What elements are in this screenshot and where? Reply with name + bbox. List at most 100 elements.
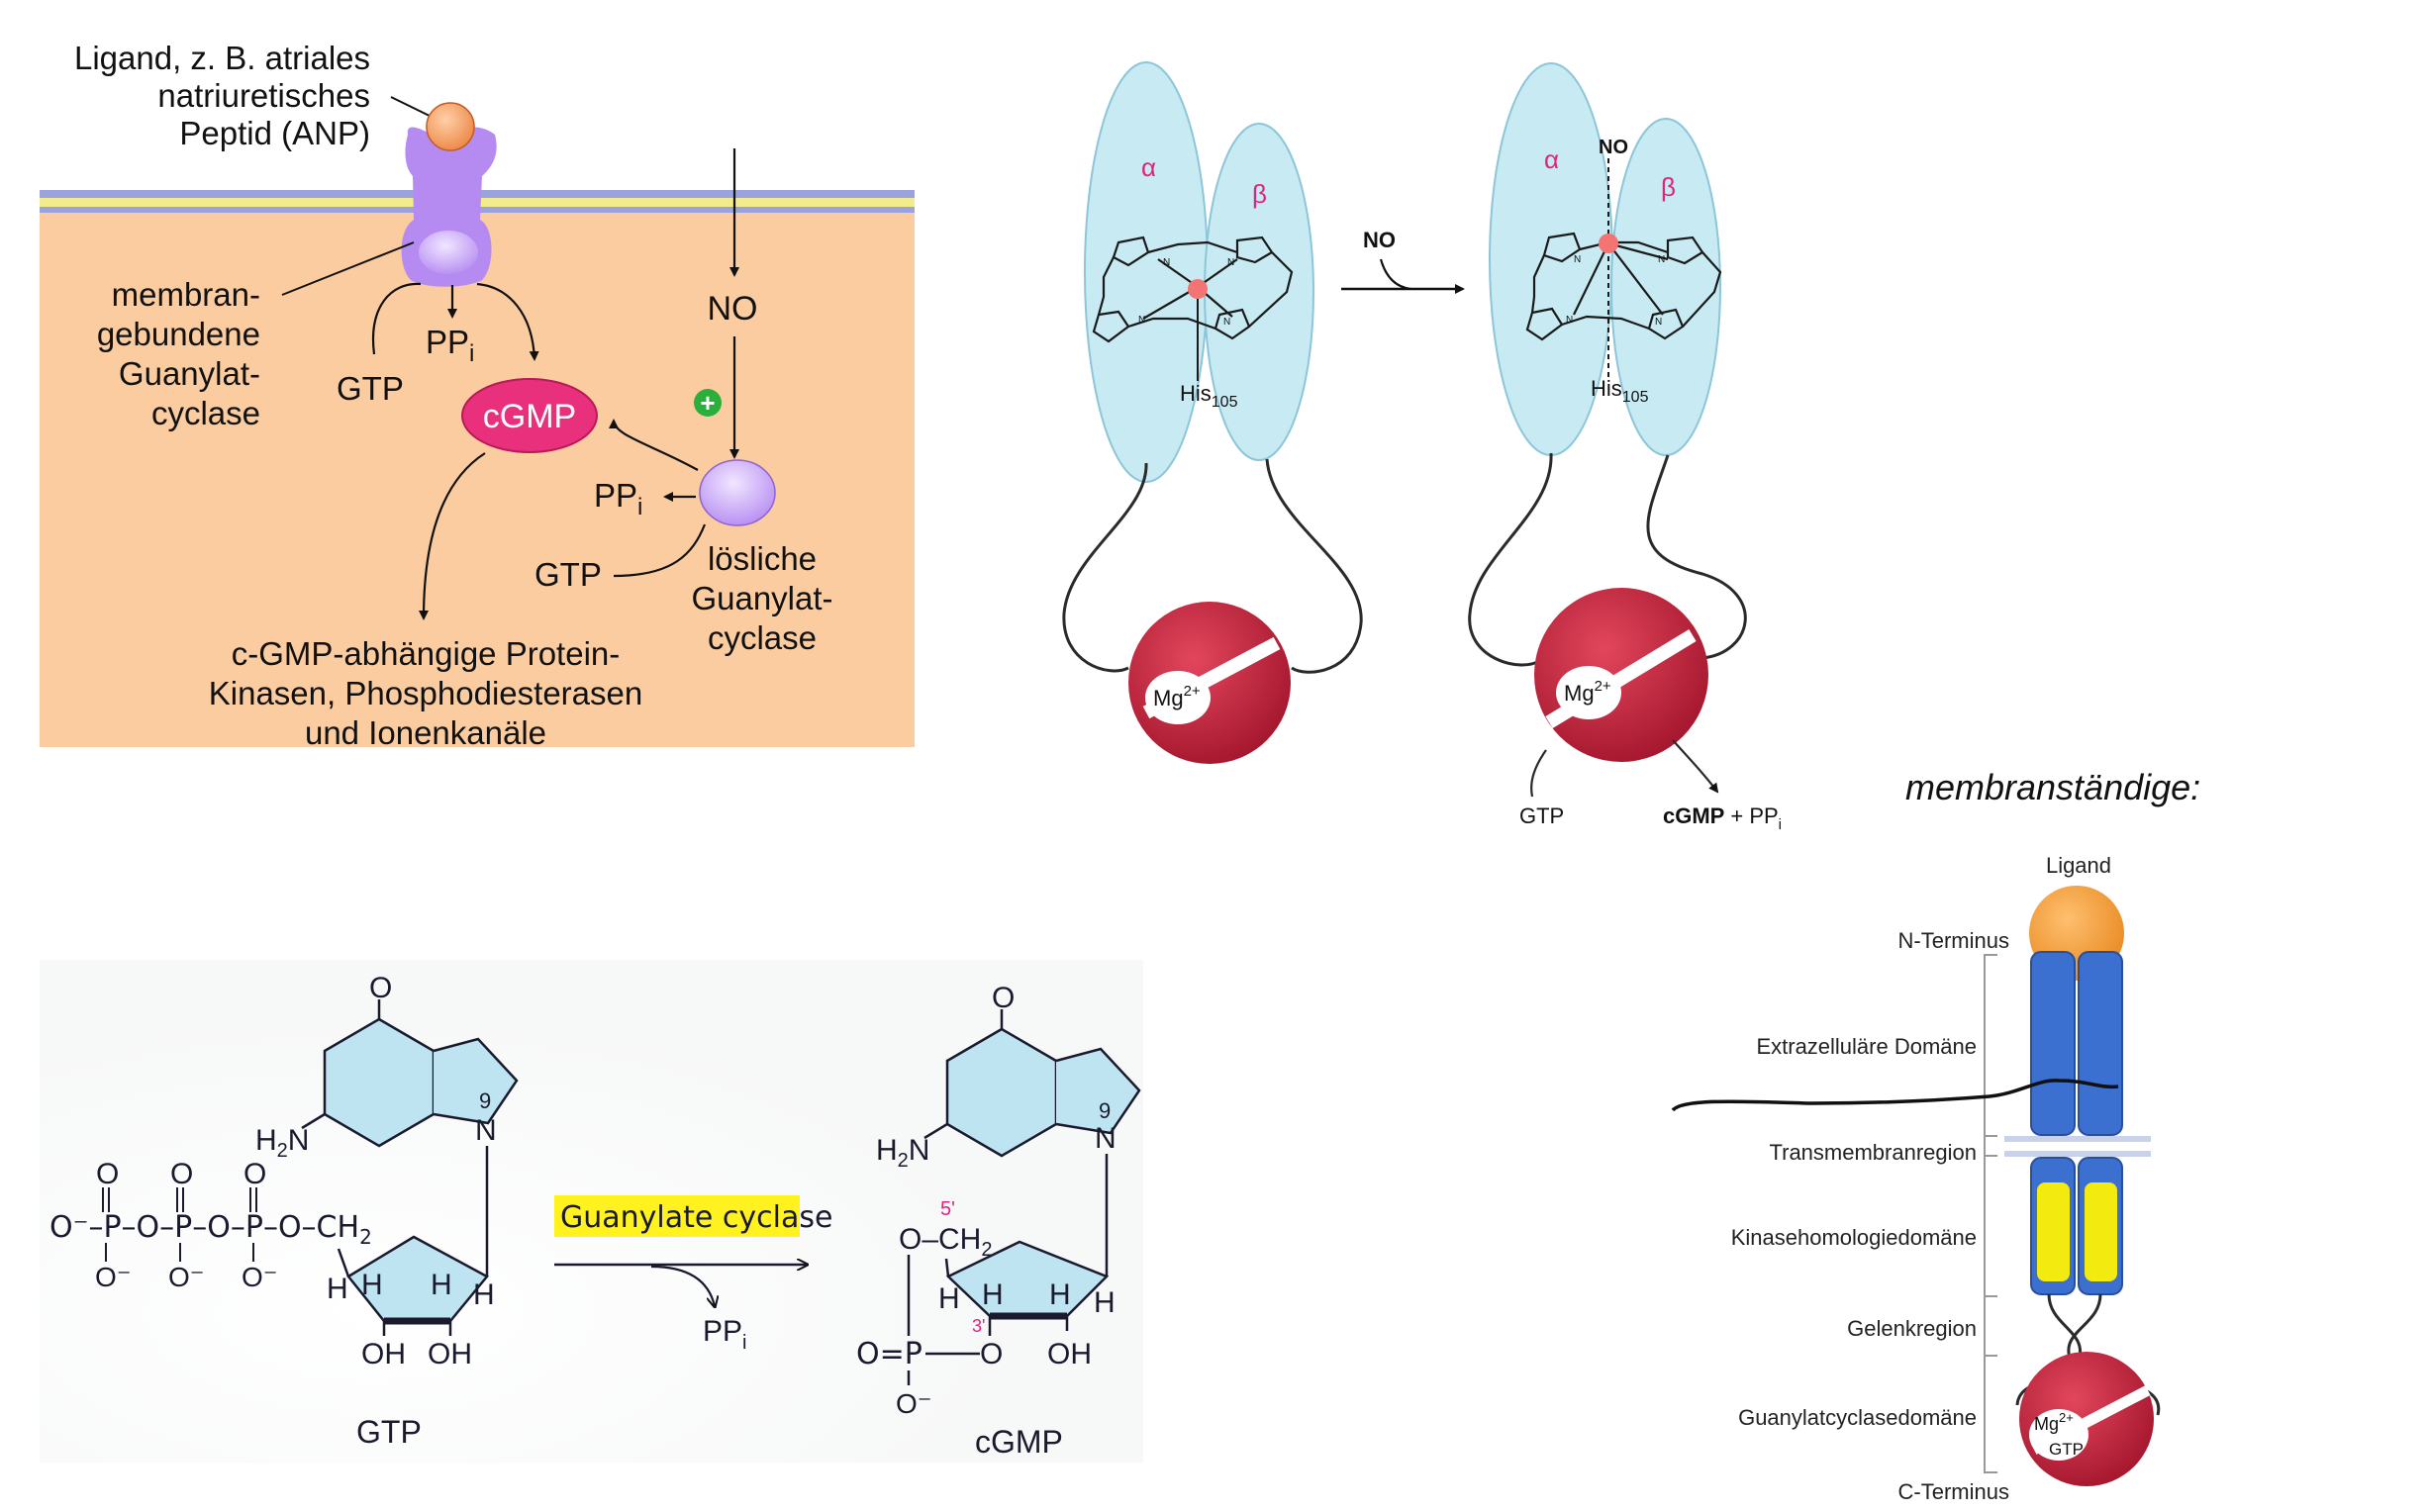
n-atom-6: N xyxy=(1658,254,1665,265)
kinase-homology-left xyxy=(2037,1182,2070,1281)
his105-active: His105 xyxy=(1591,376,1649,406)
label-extracellular: Extrazelluläre Domäne xyxy=(1756,1034,1977,1059)
alpha-subunit-inactive xyxy=(1084,61,1209,483)
soluble-cyclase-line-3: cyclase xyxy=(708,619,817,656)
receptor-catalytic-site xyxy=(2029,1409,2088,1461)
ribose-ring-gtp xyxy=(346,1235,489,1323)
phosphate-o-2: O xyxy=(170,1158,193,1190)
soluble-cyclase-label: lösliche Guanylat- cyclase xyxy=(691,540,832,656)
receptor-domain-labels: N-Terminus Extrazelluläre Domäne Transme… xyxy=(1731,928,2009,1504)
ribose-h4-gtp: H xyxy=(473,1278,495,1311)
amino-label-gtp: H2N xyxy=(255,1124,309,1162)
kinase-homology-right xyxy=(2085,1182,2117,1281)
membrane-cyclase-pointer xyxy=(281,241,415,296)
ligand-pointer-line xyxy=(390,96,437,120)
gtp-entry-line-sgc xyxy=(1530,749,1547,798)
ppi-membrane: PPi xyxy=(426,324,474,367)
phosphate-ominus-1: O⁻ xyxy=(95,1262,132,1292)
membrane-cyclase-line-1: membran- xyxy=(112,276,260,313)
product-release-arrow-sgc xyxy=(1672,739,1719,794)
cgmp-structure: O H2N 9 N 5' O–CH2 H H H H 3' O OH O=P O… xyxy=(856,982,1141,1460)
receptor-catalytic-domain xyxy=(419,231,478,274)
targets-line-3: und Ionenkanäle xyxy=(305,714,546,751)
activation-plus-icon xyxy=(694,389,722,417)
soluble-cyclase-blob xyxy=(699,459,776,526)
extracellular-right-strand xyxy=(2078,951,2123,1136)
gtp-entry-curve xyxy=(371,282,422,355)
ppi-release-arrow-reaction xyxy=(650,1265,715,1306)
catalytic-site-active xyxy=(1556,666,1621,719)
c3-annotation: 3' xyxy=(972,1316,985,1336)
product-label-sgc: cGMP+ PPi xyxy=(1663,803,1782,833)
c4-ch2-bond-gtp xyxy=(337,1248,350,1277)
ribose-ring-cgmp xyxy=(945,1240,1110,1318)
anp-ligand-ball xyxy=(426,102,475,151)
membrane-cyclase-label: membran- gebundene Guanylat- cyclase xyxy=(97,276,260,431)
ribose-h1-cgmp: H xyxy=(938,1282,960,1315)
cgmp-oval xyxy=(461,378,598,453)
n9-label-cgmp: N xyxy=(1095,1122,1117,1155)
panel1-bottom-crop xyxy=(40,747,915,767)
alpha-label-inactive: α xyxy=(1141,152,1156,182)
receptor-mg-label: Mg2+ xyxy=(2034,1410,2074,1434)
beta-subunit-active xyxy=(1610,118,1721,456)
label-cyclase-domain: Guanylatcyclasedomäne xyxy=(1738,1405,1977,1430)
domain-bracket xyxy=(1984,954,1997,1473)
n-atom-3: N xyxy=(1138,315,1145,326)
ribose-oh2-gtp: OH xyxy=(361,1338,406,1370)
label-kinase-homology: Kinasehomologiedomäne xyxy=(1731,1225,1977,1250)
mg-label-active: Mg2+ xyxy=(1564,678,1611,706)
gtp-soluble-label: GTP xyxy=(534,556,602,593)
linker-beta-active xyxy=(1646,454,1747,660)
extracellular-left-strand xyxy=(2030,951,2076,1136)
ribose-oh-cgmp: OH xyxy=(1047,1338,1092,1370)
label-transmembrane: Transmembranregion xyxy=(1770,1140,1978,1165)
ligand-label-line-1: Ligand, z. B. atriales xyxy=(74,40,370,76)
label-n-terminus: N-Terminus xyxy=(1898,928,2009,953)
mg-label-inactive: Mg2+ xyxy=(1153,683,1201,710)
targets-line-1: c-GMP-abhängige Protein- xyxy=(232,635,621,672)
o-ch2-cgmp: O–CH2 xyxy=(899,1223,992,1261)
ribose-h2-cgmp: H xyxy=(982,1278,1004,1311)
n-atom-1: N xyxy=(1163,257,1170,268)
phosphate-o-1: O xyxy=(96,1158,119,1190)
cgmp-oval-label: cGMP xyxy=(483,398,576,435)
no-label-bound: NO xyxy=(1599,137,1628,158)
ribose-h2-gtp: H xyxy=(361,1269,383,1301)
soluble-cyclase-line-2: Guanylat- xyxy=(691,580,832,616)
soluble-cyclase-panel: α β N N N N xyxy=(1062,61,1782,833)
membrane-line-top xyxy=(2004,1136,2151,1142)
gtp-caption: GTP xyxy=(356,1414,422,1450)
active-sgc: α β NO N N N N xyxy=(1468,62,1782,833)
label-hinge: Gelenkregion xyxy=(1847,1316,1977,1341)
n-atom-4: N xyxy=(1223,317,1230,328)
receptor-panel: membranständige: Ligand Mg2+ GTP N-Termi… xyxy=(1671,767,2200,1504)
gtp-structure: O H2N 9 N H H H H OH OH O⁻–P–O–P–O–P–O–C… xyxy=(49,972,519,1450)
label-c-terminus: C-Terminus xyxy=(1898,1479,2009,1504)
triphosphate-row: O⁻–P–O–P–O–P–O–CH2 xyxy=(49,1210,372,1249)
porphyrin-active xyxy=(1525,232,1722,341)
o3-prime: O xyxy=(980,1338,1003,1370)
ribose-oh3-gtp: OH xyxy=(428,1338,472,1370)
heme-iron-active xyxy=(1599,234,1618,253)
triphosphate-chain: O⁻–P–O–P–O–P–O–CH2 O O O O⁻ O⁻ O⁻ xyxy=(49,1158,372,1292)
gtp-label-sgc: GTP xyxy=(1519,803,1564,828)
activation-plus-glyph: + xyxy=(700,388,715,418)
catalytic-site-inactive xyxy=(1145,671,1211,724)
receptor-gtp-label: GTP xyxy=(2049,1440,2084,1459)
handwritten-membrane-line xyxy=(1671,1079,2119,1112)
gtp-membrane-label: GTP xyxy=(337,370,404,407)
ligand-label-line-2: natriuretisches xyxy=(157,77,370,114)
phosphate-o-3: O xyxy=(243,1158,266,1190)
beta-label-inactive: β xyxy=(1252,179,1267,209)
n-atom-2: N xyxy=(1227,257,1234,268)
amino-label-cgmp: H2N xyxy=(876,1134,929,1172)
linker-beta-inactive xyxy=(1265,458,1363,674)
ribose-h4-cgmp: H xyxy=(1094,1286,1116,1319)
n9-number-cgmp: 9 xyxy=(1099,1098,1111,1123)
no-label-arrow: NO xyxy=(1363,228,1396,252)
cgmp-soluble-arrow xyxy=(609,419,699,471)
handwritten-title: membranständige: xyxy=(1905,767,2200,807)
reaction-panel: O H2N 9 N H H H H OH OH O⁻–P–O–P–O–P–O–C… xyxy=(40,960,1143,1463)
